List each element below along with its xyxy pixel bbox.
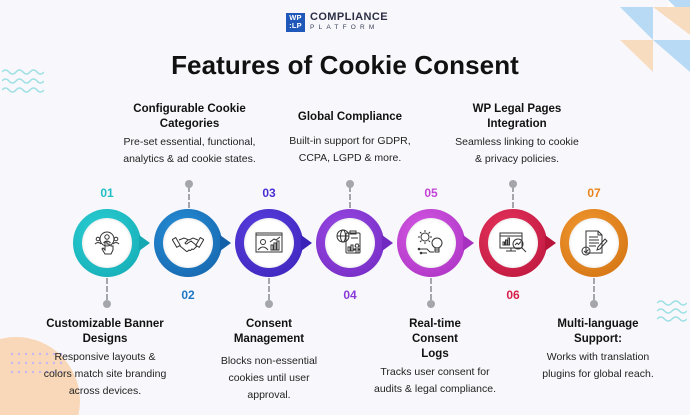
connector-dot (509, 180, 517, 188)
feature-heading: Multi-language Support: (557, 318, 639, 345)
step-circle-05 (397, 209, 474, 277)
step-number-01: 01 (100, 186, 114, 200)
connector-line (106, 278, 108, 300)
step-circle-07 (560, 209, 628, 277)
feature-heading: Customizable Banner Designs (46, 318, 164, 345)
feature-block-06: WP Legal Pages Integration Seamless link… (452, 102, 582, 168)
step-number-02: 02 (181, 288, 195, 302)
feature-block-04: Global Compliance Built-in support for G… (280, 110, 420, 167)
feature-description: Seamless linking to cookie & privacy pol… (455, 136, 579, 165)
connector-dot (103, 300, 111, 308)
feature-block-07: Multi-language Support: Works with trans… (530, 317, 666, 383)
gear-lightbulb-icon (417, 230, 443, 255)
step-number-04: 04 (343, 288, 357, 302)
step-circle-06 (479, 209, 556, 277)
step-circle-04 (316, 209, 393, 277)
feature-description: Pre-set essential, functional, analytics… (123, 136, 256, 165)
feature-heading: WP Legal Pages Integration (472, 103, 562, 130)
step-number-07: 07 (587, 186, 601, 200)
presentation-board-icon (255, 232, 283, 253)
dot-grid-decoration (10, 352, 63, 374)
logo-mark-bottom: :LP (289, 21, 302, 30)
connector-line (188, 186, 190, 208)
step-circle-02 (154, 209, 231, 277)
triangle-pattern-decoration (620, 0, 690, 72)
logo-tagline: PLATFORM (310, 24, 379, 31)
connector-line (349, 186, 351, 208)
logo-mark: WP :LP (286, 12, 305, 32)
feature-block-02: Configurable Cookie Categories Pre-set e… (122, 102, 257, 168)
wave-lines-decoration (657, 300, 687, 322)
connector-line (268, 278, 270, 300)
feature-description: Built-in support for GDPR, CCPA, LGPD & … (289, 135, 411, 164)
brand-logo: WP :LP COMPLIANCE PLATFORM (286, 12, 388, 32)
page-title: Features of Cookie Consent (171, 50, 519, 80)
connector-line (512, 186, 514, 208)
connector-line (593, 278, 595, 300)
feature-description: Blocks non-essential cookies until user … (220, 355, 318, 401)
step-number-03: 03 (262, 186, 276, 200)
feature-heading: Consent Management (233, 318, 305, 345)
logo-name: COMPLIANCE (310, 11, 388, 23)
feature-description: Works with translation plugins for globa… (542, 351, 654, 380)
connector-line (430, 278, 432, 300)
globe-strategy-icon (336, 229, 361, 254)
handshake-icon (172, 236, 204, 252)
feature-description: Tracks user consent for audits & legal c… (374, 366, 496, 395)
feature-block-05: Real-time Consent Logs Tracks user conse… (365, 317, 505, 398)
connector-dot (185, 180, 193, 188)
logo-mark-top: WP (289, 13, 302, 22)
connector-dot (590, 300, 598, 308)
feature-block-01: Customizable Banner Designs Responsive l… (30, 317, 180, 400)
feature-block-03: Consent Management Blocks non-essential … (205, 317, 333, 404)
feature-heading: Configurable Cookie Categories (133, 103, 246, 130)
feature-heading: Real-time Consent Logs (409, 318, 461, 360)
step-circle-01 (73, 209, 150, 277)
analytics-magnifier-icon (499, 232, 527, 253)
step-number-06: 06 (506, 288, 520, 302)
feature-description: Responsive layouts & colors match site b… (43, 351, 167, 397)
step-circle-03 (235, 209, 312, 277)
connector-dot (265, 300, 273, 308)
feature-heading: Global Compliance (297, 111, 403, 123)
wave-lines-decoration (2, 69, 44, 93)
users-touch-icon (94, 231, 120, 255)
connector-dot (346, 180, 354, 188)
document-pen-check-icon (581, 230, 608, 256)
connector-dot (427, 300, 435, 308)
step-number-05: 05 (424, 186, 438, 200)
